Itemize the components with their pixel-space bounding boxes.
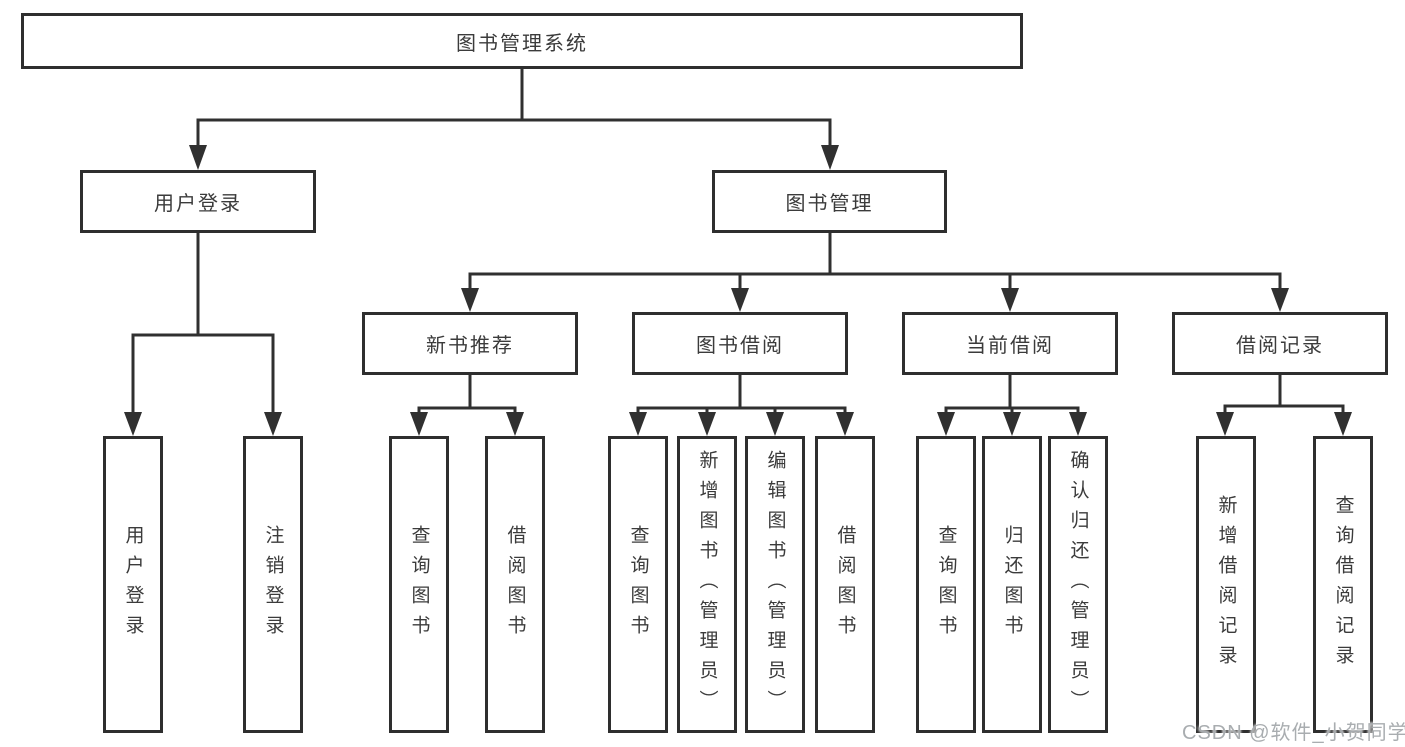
leaf-current-query-books: 查询图书 [916, 436, 976, 733]
leaf-recommend-borrow-books-label: 借阅图书 [504, 524, 526, 645]
leaf-current-confirm-return-admin-label: 确认归还（管理员） [1067, 449, 1089, 720]
leaf-borrow-borrow-books-label: 借阅图书 [834, 524, 856, 645]
node-book-borrow: 图书借阅 [632, 312, 848, 375]
leaf-current-confirm-return-admin: 确认归还（管理员） [1048, 436, 1108, 733]
leaf-current-query-books-label: 查询图书 [935, 524, 957, 645]
leaf-recommend-query-books-label: 查询图书 [408, 524, 430, 645]
node-current-borrow-label: 当前借阅 [966, 335, 1054, 357]
node-user-login: 用户登录 [80, 170, 316, 233]
leaf-records-add-record-label: 新增借阅记录 [1215, 494, 1237, 675]
node-new-book-recommend-label: 新书推荐 [426, 335, 514, 357]
leaf-current-return-books-label: 归还图书 [1001, 524, 1023, 645]
leaf-borrow-add-books-admin: 新增图书（管理员） [677, 436, 737, 733]
leaf-records-query-record-label: 查询借阅记录 [1332, 494, 1354, 675]
leaf-user-login-label: 用户登录 [122, 524, 144, 645]
leaf-borrow-borrow-books: 借阅图书 [815, 436, 875, 733]
node-user-login-label: 用户登录 [154, 193, 242, 215]
leaf-records-add-record: 新增借阅记录 [1196, 436, 1256, 733]
leaf-user-login: 用户登录 [103, 436, 163, 733]
leaf-borrow-edit-books-admin-label: 编辑图书（管理员） [764, 449, 786, 720]
node-book-management-label: 图书管理 [785, 193, 874, 215]
leaf-current-return-books: 归还图书 [982, 436, 1042, 733]
leaf-records-query-record: 查询借阅记录 [1313, 436, 1373, 733]
leaf-logout: 注销登录 [243, 436, 303, 733]
node-library-system: 图书管理系统 [21, 13, 1023, 69]
node-borrow-records: 借阅记录 [1172, 312, 1388, 375]
leaf-recommend-borrow-books: 借阅图书 [485, 436, 545, 733]
arrowheads [124, 145, 1352, 436]
node-borrow-records-label: 借阅记录 [1236, 335, 1324, 357]
csdn-watermark: CSDN @软件_小贺同学 [1182, 722, 1405, 744]
node-book-management: 图书管理 [712, 170, 947, 233]
leaf-borrow-edit-books-admin: 编辑图书（管理员） [745, 436, 805, 733]
leaf-recommend-query-books: 查询图书 [389, 436, 449, 733]
leaf-logout-label: 注销登录 [262, 524, 284, 645]
connector-edges [131, 69, 1345, 415]
leaf-borrow-query-books-label: 查询图书 [627, 524, 649, 645]
node-new-book-recommend: 新书推荐 [362, 312, 578, 375]
node-library-system-label: 图书管理系统 [456, 32, 588, 55]
leaf-borrow-add-books-admin-label: 新增图书（管理员） [696, 449, 718, 720]
node-current-borrow: 当前借阅 [902, 312, 1118, 375]
node-book-borrow-label: 图书借阅 [696, 335, 784, 357]
leaf-borrow-query-books: 查询图书 [608, 436, 668, 733]
